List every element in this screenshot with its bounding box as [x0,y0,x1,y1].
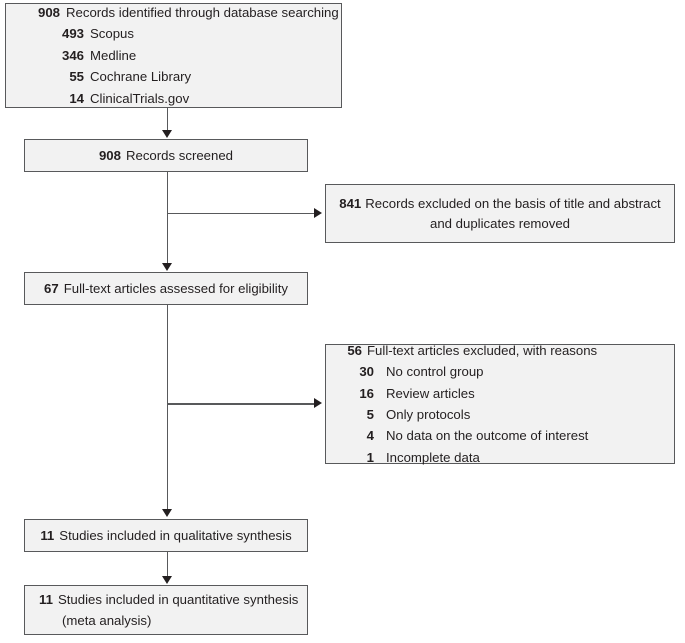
reason-number-review-articles: 16 [359,385,374,401]
source-number-cochrane: 55 [69,69,84,85]
qualitative-label: Studies included in qualitative synthesi… [59,527,292,543]
arrowhead-screened-to-fulltext [161,263,172,271]
arrowhead-fulltext-to-qualitative [161,509,172,517]
excluded-title-line2: and duplicates removed [429,215,571,231]
reason-number-incomplete-data: 1 [366,449,374,465]
reason-number-only-protocols: 5 [366,407,374,422]
source-label-cochrane: Cochrane Library [90,69,192,85]
source-number-clinicaltrials: 14 [69,90,84,106]
identification-source-row-cochrane: 55 Cochrane Library [6,66,341,87]
identification-total-number: 908 [37,5,60,21]
identification-source-row-medline: 346 Medline [6,45,341,66]
reason-row-incomplete-data: 1 Incomplete data [336,447,674,468]
excluded-reasons-label: Full-text articles excluded, with reason… [367,342,598,358]
fulltext-assessed-number: 67 [44,280,59,296]
connector-identification-to-screened [166,108,169,131]
arrowhead-fulltext-to-excluded-reasons [314,398,322,409]
qualitative-number: 11 [40,527,55,543]
source-label-medline: Medline [90,47,137,63]
source-number-medline: 346 [61,47,84,63]
connector-screened-to-excluded-title [167,212,315,215]
excluded-title-line1: Records excluded on the basis of title a… [365,196,661,212]
identification-total-row: 908 Records identified through database s… [6,2,341,23]
source-number-scopus: 493 [61,26,84,42]
reason-row-no-control-group: 30 No control group [336,361,674,382]
arrowhead-identification-to-screened [161,130,172,138]
quantitative-label: Studies included in quantitative synthes… [57,591,299,607]
reason-label-no-outcome-data: No data on the outcome of interest [386,428,589,444]
box-fulltext-excluded-with-reasons: 56 Full-text articles excluded, with reas… [325,343,675,465]
identification-source-row-clinicaltrials: 14 ClinicalTrials.gov [6,88,341,109]
identification-total-label: Records identified through database sear… [66,5,339,21]
reason-row-only-protocols: 5 Only protocols [336,404,674,425]
excluded-reasons-number: 56 [347,342,362,358]
box-records-identified: 908 Records identified through database s… [5,3,342,108]
connector-qualitative-to-quantitative [166,552,169,577]
screened-label: Records screened [125,147,234,163]
fulltext-assessed-label: Full-text articles assessed for eligibil… [63,280,288,296]
connector-screened-to-fulltext [166,172,169,264]
arrowhead-screened-to-excluded-title [314,207,322,218]
reason-row-no-outcome-data: 4 No data on the outcome of interest [336,425,674,446]
arrowhead-qualitative-to-quantitative [161,576,172,584]
screened-number: 908 [98,147,121,163]
reason-label-incomplete-data: Incomplete data [386,449,480,465]
source-label-scopus: Scopus [90,26,134,42]
connector-fulltext-to-excluded-reasons [167,403,315,405]
reason-label-no-control-group: No control group [386,364,484,380]
excluded-title-number: 841 [339,196,362,212]
connector-fulltext-to-qualitative [166,305,169,510]
identification-source-row-scopus: 493 Scopus [6,23,341,44]
quantitative-row-continued: (meta analysis) [39,610,307,631]
reason-label-only-protocols: Only protocols [386,407,471,422]
reason-label-review-articles: Review articles [386,385,475,401]
quantitative-label-continued: (meta analysis) [62,613,152,628]
quantitative-number: 11 [39,591,53,607]
reason-number-no-control-group: 30 [359,364,374,380]
source-label-clinicaltrials: ClinicalTrials.gov [90,90,190,106]
reason-row-review-articles: 16 Review articles [336,383,674,404]
reason-number-no-outcome-data: 4 [366,428,374,444]
excluded-reasons-header-row: 56 Full-text articles excluded, with reas… [336,340,674,361]
